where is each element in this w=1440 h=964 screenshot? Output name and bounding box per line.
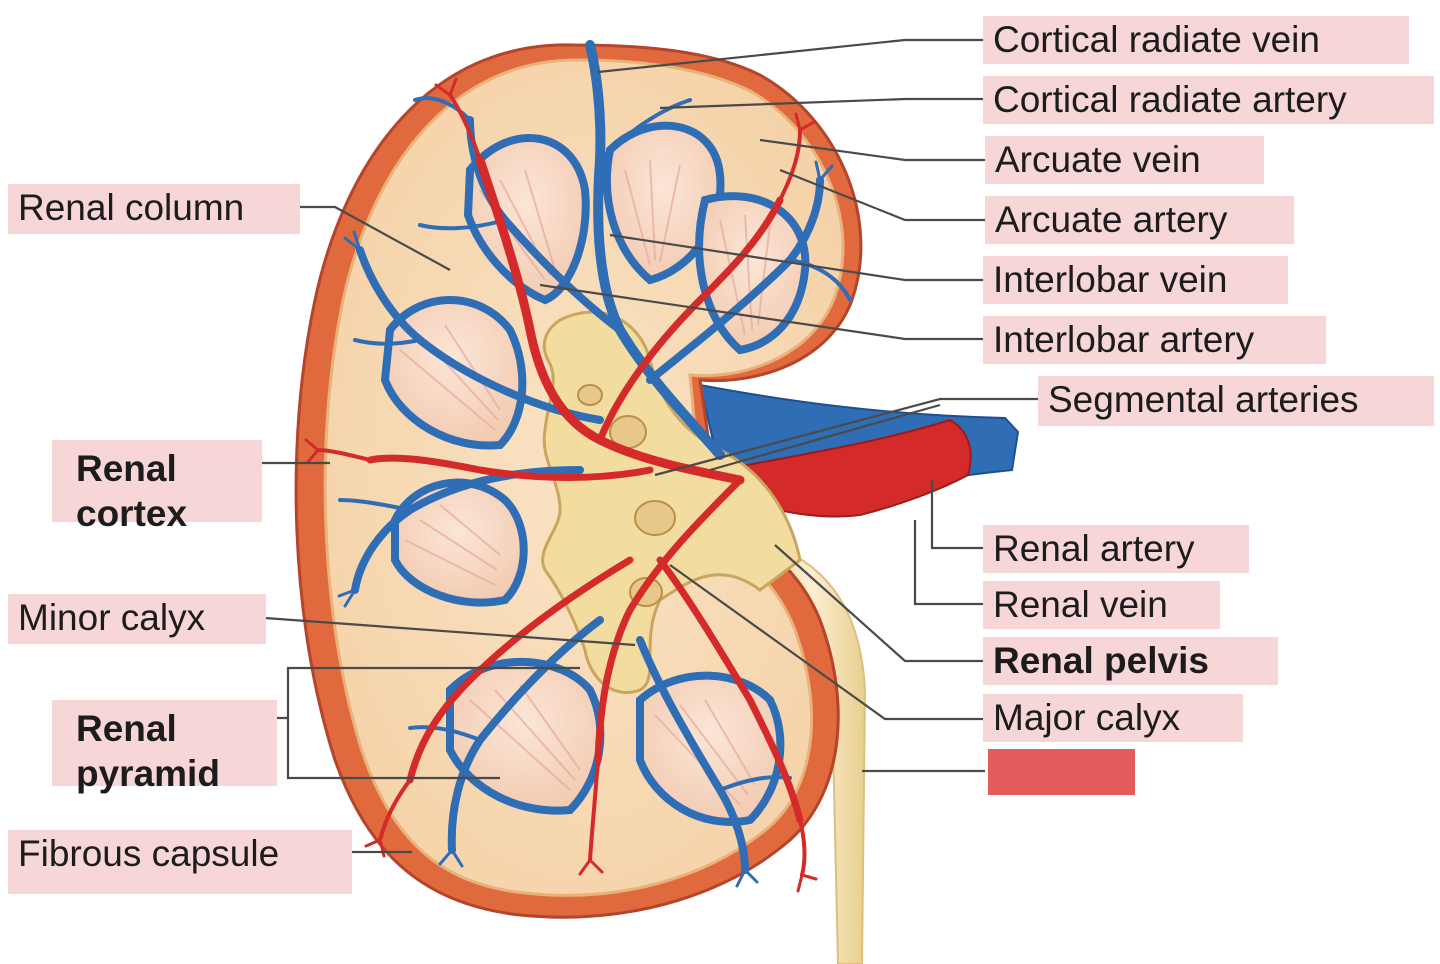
label-interlobar-vein: Interlobar vein — [983, 256, 1288, 304]
label-renal-cortex: Renal cortex — [52, 440, 262, 522]
label-renal-cortex-line1: Renal — [76, 446, 222, 491]
label-renal-column: Renal column — [8, 184, 300, 234]
label-renal-artery: Renal artery — [983, 525, 1249, 573]
label-renal-pyramid-line2: pyramid — [76, 751, 237, 796]
label-renal-pelvis: Renal pelvis — [983, 637, 1278, 685]
label-renal-cortex-line2: cortex — [76, 491, 222, 536]
label-interlobar-artery: Interlobar artery — [983, 316, 1326, 364]
label-renal-pyramid-line1: Renal — [76, 706, 237, 751]
label-fibrous-capsule: Fibrous capsule — [8, 830, 352, 894]
label-arcuate-vein: Arcuate vein — [985, 136, 1264, 184]
label-segmental-arteries: Segmental arteries — [1038, 376, 1434, 426]
label-cortical-radiate-vein: Cortical radiate vein — [983, 16, 1409, 64]
label-renal-pyramid: Renal pyramid — [52, 700, 277, 786]
label-minor-calyx: Minor calyx — [8, 594, 266, 644]
label-major-calyx: Major calyx — [983, 694, 1243, 742]
label-cortical-radiate-artery: Cortical radiate artery — [983, 76, 1434, 124]
label-renal-vein: Renal vein — [983, 581, 1220, 629]
label-blank-ureter[interactable] — [988, 749, 1135, 795]
label-arcuate-artery: Arcuate artery — [985, 196, 1294, 244]
